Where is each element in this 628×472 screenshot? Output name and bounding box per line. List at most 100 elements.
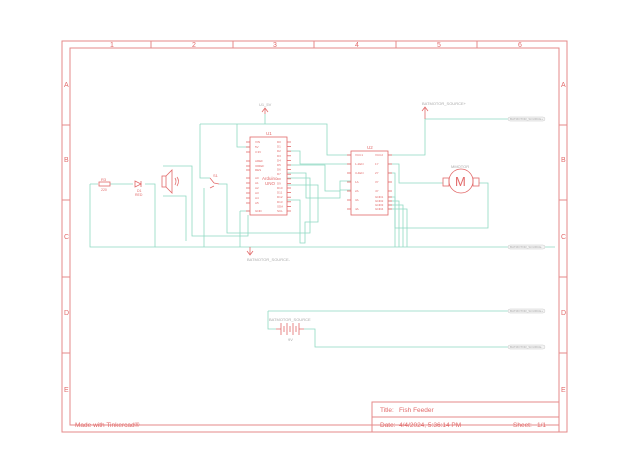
u2-pin-label: 4Y: [375, 189, 379, 193]
inner-frame: [69, 47, 560, 426]
led-d1[interactable]: D1 RED: [134, 180, 143, 197]
u1-pin-label: A0: [255, 176, 259, 180]
u1-pin-label: 3.3V: [255, 150, 261, 154]
svg-text:BATMOTOR_SOURCE-: BATMOTOR_SOURCE-: [510, 245, 542, 249]
row-label: E: [561, 387, 566, 394]
column-label: 2: [192, 42, 196, 49]
row-label: D: [561, 310, 566, 317]
u1-pin-label: VIN: [255, 140, 260, 144]
tinkercad-credit: Made with Tinkercad®: [75, 421, 140, 429]
u1-pin-label: A5: [255, 201, 259, 205]
svg-text:Title:: Title:: [380, 407, 394, 414]
row-label: E: [64, 387, 69, 394]
u1-pin-label: D2: [277, 149, 281, 153]
u1-pin-label: A3: [255, 191, 259, 195]
u1-pin-label: AREF: [255, 159, 263, 163]
svg-text:BATMOTOR_SOURCE+: BATMOTOR_SOURCE+: [422, 101, 467, 106]
row-label: D: [64, 310, 69, 317]
title-block: Title: Fish Feeder Date: 4/4/2024, 5:36:…: [371, 401, 560, 433]
r3-ref: R3: [101, 177, 107, 182]
row-label: A: [64, 82, 69, 89]
u1-pin-label: RES: [255, 168, 261, 172]
svg-text:Date:: Date:: [380, 422, 396, 429]
resistor-r3[interactable]: R3 220: [98, 177, 111, 192]
r3-value: 220: [101, 188, 107, 192]
svg-text:BATMOTOR_SOURCE+: BATMOTOR_SOURCE+: [510, 309, 543, 313]
u1-pin-label: D5: [277, 163, 281, 167]
svg-text:BATMOTOR_SOURCE-: BATMOTOR_SOURCE-: [510, 345, 542, 349]
sheet-number: 1/1: [537, 422, 546, 429]
u2-pin-label: 1-2EN: [355, 162, 364, 166]
u1-pin-label: 5V: [255, 145, 259, 149]
u1-pin-label: D7: [277, 172, 281, 176]
battery-ref: BATMOTOR_SOURCE: [269, 317, 311, 322]
u1-pin-label: A4: [255, 196, 259, 200]
svg-text:Sheet:: Sheet:: [513, 422, 532, 429]
motor-ref: MMOTOR: [451, 164, 469, 169]
u2-pin-label: VCC1: [355, 153, 363, 157]
u1-pin-label: D9: [277, 181, 281, 185]
switch-s1[interactable]: S1: [209, 173, 220, 189]
u2-pin-label: 4A: [355, 207, 359, 211]
row-label: C: [64, 234, 69, 241]
sheet-date: 4/4/2024, 5:36:14 PM: [399, 422, 461, 429]
u1-ref: U1: [266, 131, 272, 136]
u1-pin-label: D10: [277, 186, 283, 190]
svg-text:BATMOTOR_SOURCE+: BATMOTOR_SOURCE+: [510, 117, 543, 121]
u2-pin-label: 1Y: [375, 162, 379, 166]
u1-pin-label: D11: [277, 191, 283, 195]
arduino-uno-u1[interactable]: U1 Arduino UNO VIN5V3.3VAREFIOREFRESA0A1…: [246, 131, 291, 216]
u1-pin-label: D1: [277, 145, 281, 149]
row-label: B: [561, 157, 566, 164]
power-symbol-bat-minus: BATMOTOR_SOURCE-: [246, 247, 291, 262]
power-symbol-u1-5v: U1_5V: [259, 102, 272, 114]
u1-pin-label: D13: [277, 200, 283, 204]
u1-pin-label: GND: [255, 209, 263, 213]
u2-pin-label: 1A: [355, 180, 359, 184]
u1-pin-label: D4: [277, 158, 281, 162]
outer-frame: [61, 40, 568, 433]
u1-pin-label: D3: [277, 154, 281, 158]
led-value: RED: [135, 193, 143, 197]
u1-pin-label: D12: [277, 195, 283, 199]
s1-ref: S1: [213, 173, 219, 178]
u2-pin-label: GND1: [375, 195, 384, 199]
port-bat-minus-2: BATMOTOR_SOURCE-: [507, 344, 546, 350]
svg-text:U1_5V: U1_5V: [259, 102, 272, 107]
port-bat-plus-1: BATMOTOR_SOURCE+: [507, 116, 546, 122]
u2-pin-label: 3-4EN: [355, 171, 364, 175]
speaker-icon[interactable]: [161, 169, 179, 194]
u1-pin-label: SCL: [277, 209, 283, 213]
dc-motor[interactable]: M MMOTOR: [442, 164, 480, 194]
u1-pin-label: A2: [255, 186, 259, 190]
battery-value: 9V: [288, 337, 293, 342]
u2-pin-label: GND3: [375, 203, 384, 207]
u2-ref: U2: [367, 145, 373, 150]
svg-text:BATMOTOR_SOURCE-: BATMOTOR_SOURCE-: [247, 257, 291, 262]
u1-pin-label: A1: [255, 181, 259, 185]
column-label: 6: [518, 42, 522, 49]
u2-pin-label: GND4: [375, 207, 384, 211]
sheet-title: Fish Feeder: [399, 407, 435, 414]
wires: [89, 114, 555, 348]
u1-name: Arduino: [262, 176, 278, 181]
u1-pin-label: IOREF: [255, 164, 264, 168]
motor-symbol: M: [455, 174, 466, 189]
led-ref: D1: [137, 189, 142, 193]
column-label: 5: [437, 42, 441, 49]
port-bat-plus-2: BATMOTOR_SOURCE+: [507, 308, 546, 314]
column-label: 4: [355, 42, 359, 49]
u2-pin-label: 2Y: [375, 171, 379, 175]
u2-pin-label: 3A: [355, 198, 359, 202]
power-symbol-bat-plus: BATMOTOR_SOURCE+: [421, 101, 467, 119]
row-label: C: [561, 234, 566, 241]
battery-9v[interactable]: BATMOTOR_SOURCE 9V: [269, 317, 311, 342]
u1-pin-label: D6: [277, 168, 281, 172]
u2-pin-label: GND2: [375, 199, 384, 203]
column-label: 3: [273, 42, 277, 49]
u2-pin-label: 3Y: [375, 180, 379, 184]
row-label: B: [64, 157, 69, 164]
motor-driver-u2[interactable]: U2 VCC11-2EN3-4EN1A2A3A4AVCC21Y2Y3Y4YGND…: [347, 145, 392, 216]
